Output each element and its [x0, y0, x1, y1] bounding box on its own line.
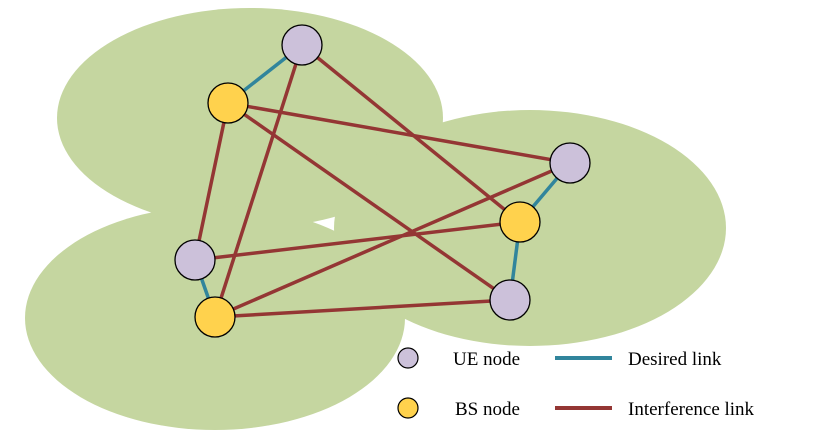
- interference-link: [226, 101, 512, 302]
- legend-bs-swatch: [397, 397, 419, 419]
- legend-interference-label: Interference link: [628, 399, 755, 420]
- legend-ue-label: UE node: [453, 349, 520, 370]
- legend-ue-swatch: [397, 347, 419, 369]
- ue-node: [549, 142, 591, 184]
- ue-node: [489, 279, 531, 321]
- bs-node: [207, 82, 249, 124]
- interference-link: [300, 43, 522, 224]
- interference-link: [214, 161, 571, 319]
- bs-node: [194, 296, 236, 338]
- nodes: [174, 24, 591, 338]
- legend: UE node Desired link BS node Interferenc…: [397, 347, 755, 420]
- ue-node: [174, 239, 216, 281]
- interference-link: [214, 298, 511, 319]
- interference-link: [227, 101, 571, 165]
- interference-link: [213, 44, 304, 318]
- interference-link: [193, 102, 230, 261]
- ue-node: [281, 24, 323, 66]
- bs-node: [499, 201, 541, 243]
- legend-bs-label: BS node: [455, 399, 520, 420]
- coverage-areas: [25, 8, 726, 430]
- interference-link: [194, 220, 521, 262]
- legend-desired-label: Desired link: [628, 349, 722, 370]
